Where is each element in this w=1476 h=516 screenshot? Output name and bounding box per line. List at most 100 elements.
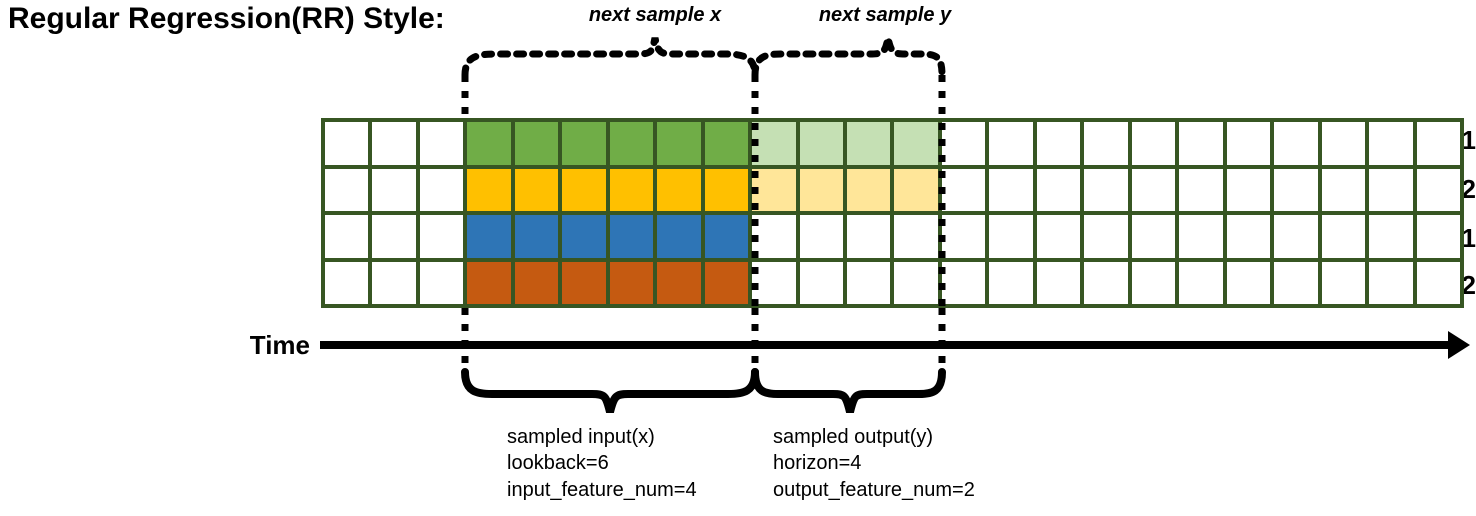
caption-output-line-2: horizon=4	[773, 452, 862, 475]
brace-next-sample-y	[751, 37, 946, 79]
grid-cell-extra-feature-1-7	[657, 215, 701, 258]
brace-next-sample-x	[461, 37, 759, 79]
grid-cell-target-2-19	[1226, 168, 1271, 211]
grid-cell-extra-feature-2-16	[1084, 261, 1128, 304]
grid-cell-extra-feature-1-5	[562, 215, 606, 258]
grid-cell-extra-feature-2-3	[467, 261, 511, 304]
grid-cell-target-1-23	[1416, 122, 1460, 165]
grid-cell-extra-feature-1-22	[1369, 215, 1413, 258]
grid-cell-extra-feature-1-6	[609, 215, 654, 258]
grid-cell-target-2-18	[1179, 168, 1223, 211]
grid-cell-target-2-7	[657, 168, 701, 211]
grid-cell-extra-feature-2-9	[752, 261, 796, 304]
grid-cell-extra-feature-2-10	[799, 261, 844, 304]
grid-cell-target-2-21	[1321, 168, 1366, 211]
next-sample-x-label: next sample x	[588, 4, 722, 26]
grid-cell-target-2-11	[847, 168, 891, 211]
grid-cell-target-1-8	[704, 122, 749, 165]
grid-cell-target-1-3	[467, 122, 511, 165]
grid-cell-extra-feature-2-1	[372, 261, 416, 304]
grid-cell-target-2-6	[609, 168, 654, 211]
grid-cell-extra-feature-1-10	[799, 215, 844, 258]
grid-cell-target-1-7	[657, 122, 701, 165]
grid-cell-target-2-16	[1084, 168, 1128, 211]
grid-cell-target-2-0	[325, 168, 369, 211]
grid-cell-extra-feature-1-4	[514, 215, 559, 258]
grid-cell-extra-feature-2-5	[562, 261, 606, 304]
grid-cell-target-1-2	[419, 122, 464, 165]
grid-cell-extra-feature-1-15	[1036, 215, 1081, 258]
grid-cell-target-1-14	[989, 122, 1033, 165]
grid-cell-target-1-11	[847, 122, 891, 165]
grid-cell-extra-feature-1-17	[1131, 215, 1176, 258]
brace-sampled-input	[461, 368, 759, 413]
grid-cell-extra-feature-1-19	[1226, 215, 1271, 258]
grid-cell-target-2-5	[562, 168, 606, 211]
grid-cell-extra-feature-2-15	[1036, 261, 1081, 304]
caption-output-line-1: sampled output(y)	[773, 426, 934, 448]
grid-cell-target-2-23	[1416, 168, 1460, 211]
grid-cell-extra-feature-1-0	[325, 215, 369, 258]
grid-cell-target-2-14	[989, 168, 1033, 211]
grid-cell-target-2-12	[894, 168, 938, 211]
grid-cell-extra-feature-1-2	[419, 215, 464, 258]
next-sample-y-label: next sample y	[818, 4, 952, 26]
grid-cell-target-1-10	[799, 122, 844, 165]
grid-cell-extra-feature-1-21	[1321, 215, 1366, 258]
grid-cell-target-1-18	[1179, 122, 1223, 165]
grid-cell-extra-feature-1-20	[1274, 215, 1318, 258]
caption-sampled-input: sampled input(x) lookback=6 input_featur…	[507, 424, 697, 503]
grid-cell-target-2-20	[1274, 168, 1318, 211]
grid-cell-extra-feature-2-20	[1274, 261, 1318, 304]
grid-cell-target-2-8	[704, 168, 749, 211]
grid-cell-extra-feature-2-14	[989, 261, 1033, 304]
grid-cell-target-2-22	[1369, 168, 1413, 211]
grid-cell-target-2-4	[514, 168, 559, 211]
grid-cell-extra-feature-1-18	[1179, 215, 1223, 258]
grid-cell-extra-feature-2-11	[847, 261, 891, 304]
page-title: Regular Regression(RR) Style:	[8, 2, 445, 35]
grid-cell-target-1-9	[752, 122, 796, 165]
grid-cell-extra-feature-2-18	[1179, 261, 1223, 304]
grid-cell-extra-feature-2-2	[419, 261, 464, 304]
grid-cell-extra-feature-2-17	[1131, 261, 1176, 304]
grid-cell-target-1-16	[1084, 122, 1128, 165]
grid-cell-target-1-20	[1274, 122, 1318, 165]
grid-cell-extra-feature-2-7	[657, 261, 701, 304]
timeline-grid	[321, 118, 1464, 308]
time-axis-label: Time	[249, 330, 310, 360]
grid-cell-extra-feature-2-0	[325, 261, 369, 304]
grid-cell-target-1-5	[562, 122, 606, 165]
grid-cell-target-1-4	[514, 122, 559, 165]
grid-cell-target-2-1	[372, 168, 416, 211]
grid-cell-extra-feature-2-8	[704, 261, 749, 304]
grid-cell-target-2-3	[467, 168, 511, 211]
caption-output-line-3: output_feature_num=2	[773, 478, 975, 501]
grid-cell-extra-feature-1-13	[941, 215, 986, 258]
grid-cell-target-1-15	[1036, 122, 1081, 165]
grid-cell-target-1-13	[941, 122, 986, 165]
brace-sampled-output	[751, 368, 946, 413]
grid-cell-extra-feature-1-1	[372, 215, 416, 258]
grid-cell-extra-feature-1-11	[847, 215, 891, 258]
grid-cell-extra-feature-2-19	[1226, 261, 1271, 304]
grid-cell-target-2-13	[941, 168, 986, 211]
grid-cell-extra-feature-1-8	[704, 215, 749, 258]
time-axis-arrowhead	[1448, 331, 1470, 359]
grid-cell-extra-feature-1-16	[1084, 215, 1128, 258]
grid-cell-target-2-9	[752, 168, 796, 211]
grid-cell-target-1-22	[1369, 122, 1413, 165]
grid-cell-extra-feature-2-4	[514, 261, 559, 304]
grid-cell-extra-feature-1-9	[752, 215, 796, 258]
caption-input-line-1: sampled input(x)	[507, 426, 655, 448]
grid-cell-target-1-17	[1131, 122, 1176, 165]
grid-cell-extra-feature-2-12	[894, 261, 938, 304]
caption-sampled-output: sampled output(y) horizon=4 output_featu…	[773, 424, 975, 503]
grid-cell-target-1-12	[894, 122, 938, 165]
grid-cell-target-1-0	[325, 122, 369, 165]
grid-cell-extra-feature-1-14	[989, 215, 1033, 258]
grid-cell-extra-feature-2-6	[609, 261, 654, 304]
grid-cell-target-1-1	[372, 122, 416, 165]
caption-input-line-3: input_feature_num=4	[507, 478, 697, 501]
